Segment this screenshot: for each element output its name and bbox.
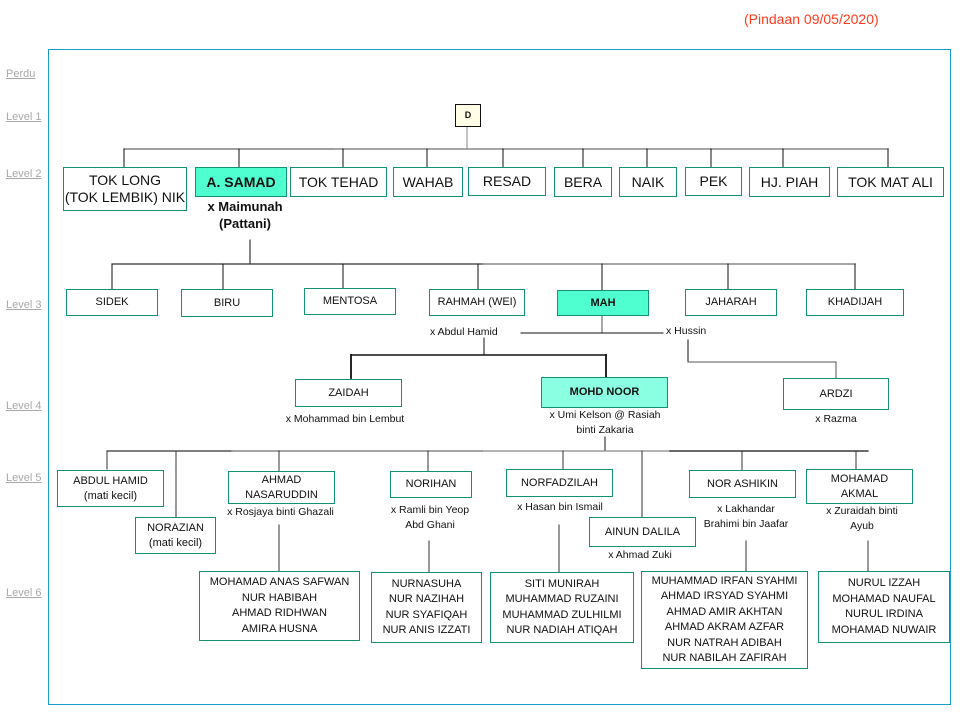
node-resad[interactable]: RESAD (468, 167, 546, 196)
children-ahmad-nasaruddin[interactable]: MOHAMAD ANAS SAFWAN NUR HABIBAH AHMAD RI… (199, 571, 360, 641)
node-norazian[interactable]: NORAZIAN (mati kecil) (135, 517, 216, 554)
chart-frame (48, 49, 951, 705)
children-norihan[interactable]: NURNASUHA NUR NAZIHAH NUR SYAFIQAH NUR A… (371, 572, 482, 643)
node-khadijah[interactable]: KHADIJAH (806, 289, 904, 316)
node-nor-ashikin[interactable]: NOR ASHIKIN (689, 470, 796, 498)
children-mohamad-akmal[interactable]: NURUL IZZAH MOHAMAD NAUFAL NURUL IRDINA … (818, 571, 950, 643)
spouse-ainun-dalila: x Ahmad Zuki (608, 549, 672, 561)
node-jaharah[interactable]: JAHARAH (685, 289, 777, 316)
node-pek[interactable]: PEK (685, 167, 742, 196)
node-hj-piah[interactable]: HJ. PIAH (749, 167, 830, 197)
node-tok-tehad[interactable]: TOK TEHAD (290, 167, 387, 197)
node-ainun-dalila[interactable]: AINUN DALILA (589, 517, 696, 547)
level-label-6[interactable]: Level 6 (6, 587, 42, 599)
level-label-1[interactable]: Level 1 (6, 111, 42, 123)
spouse-mohamad-akmal: x Zuraidah binti Ayub (826, 505, 898, 532)
spouse-ahmad-nasaruddin: x Rosjaya binti Ghazali (227, 506, 334, 518)
level-label-5[interactable]: Level 5 (6, 472, 42, 484)
node-zaidah[interactable]: ZAIDAH (295, 379, 402, 407)
node-tok-long[interactable]: TOK LONG (TOK LEMBIK) NIK (63, 167, 187, 211)
children-norfadzilah[interactable]: SITI MUNIRAH MUHAMMAD RUZAINI MUHAMMAD Z… (490, 572, 634, 643)
node-mentosa[interactable]: MENTOSA (304, 288, 396, 315)
level-label-4[interactable]: Level 4 (6, 400, 42, 412)
node-norfadzilah[interactable]: NORFADZILAH (506, 469, 613, 497)
children-nor-ashikin[interactable]: MUHAMMAD IRFAN SYAHMI AHMAD IRSYAD SYAHM… (641, 571, 808, 669)
spouse-mohd-noor: x Umi Kelson @ Rasiah binti Zakaria (549, 409, 661, 436)
node-mohd-noor[interactable]: MOHD NOOR (541, 377, 668, 408)
node-tok-mat-ali[interactable]: TOK MAT ALI (837, 167, 944, 197)
node-a-samad[interactable]: A. SAMAD (195, 167, 287, 197)
spouse-norfadzilah: x Hasan bin Ismail (517, 501, 603, 513)
spouse-norihan: x Ramli bin Yeop Abd Ghani (390, 504, 470, 531)
node-naik[interactable]: NAIK (619, 167, 677, 197)
level-label-2[interactable]: Level 2 (6, 168, 42, 180)
spouse-nor-ashikin: x Lakhandar Brahimi bin Jaafar (703, 503, 789, 530)
node-biru[interactable]: BIRU (181, 289, 273, 317)
node-root-d[interactable]: D (455, 104, 481, 127)
spouse-zaidah: x Mohammad bin Lembut (285, 413, 405, 425)
level-label-perdu[interactable]: Perdu (6, 68, 36, 80)
node-ahmad-nasaruddin[interactable]: AHMAD NASARUDDIN (228, 471, 335, 504)
node-bera[interactable]: BERA (554, 167, 612, 197)
node-wahab[interactable]: WAHAB (393, 167, 463, 197)
node-mah[interactable]: MAH (557, 290, 649, 316)
node-ardzi[interactable]: ARDZI (783, 378, 889, 410)
node-norihan[interactable]: NORIHAN (390, 471, 472, 498)
spouse-ardzi: x Razma (815, 413, 857, 425)
level-label-3[interactable]: Level 3 (6, 299, 42, 311)
node-abdul-hamid[interactable]: ABDUL HAMID (mati kecil) (57, 470, 164, 507)
spouse-mah-abdul-hamid: x Abdul Hamid (430, 326, 498, 338)
node-rahmah[interactable]: RAHMAH (WEI) (429, 289, 525, 316)
spouse-mah-hussin: x Hussin (666, 325, 707, 337)
spouse-samad: x Maimunah (Pattani) (207, 199, 283, 231)
revision-note: (Pindaan 09/05/2020) (744, 11, 879, 27)
node-mohamad-akmal[interactable]: MOHAMAD AKMAL (806, 469, 913, 504)
node-sidek[interactable]: SIDEK (66, 289, 158, 316)
